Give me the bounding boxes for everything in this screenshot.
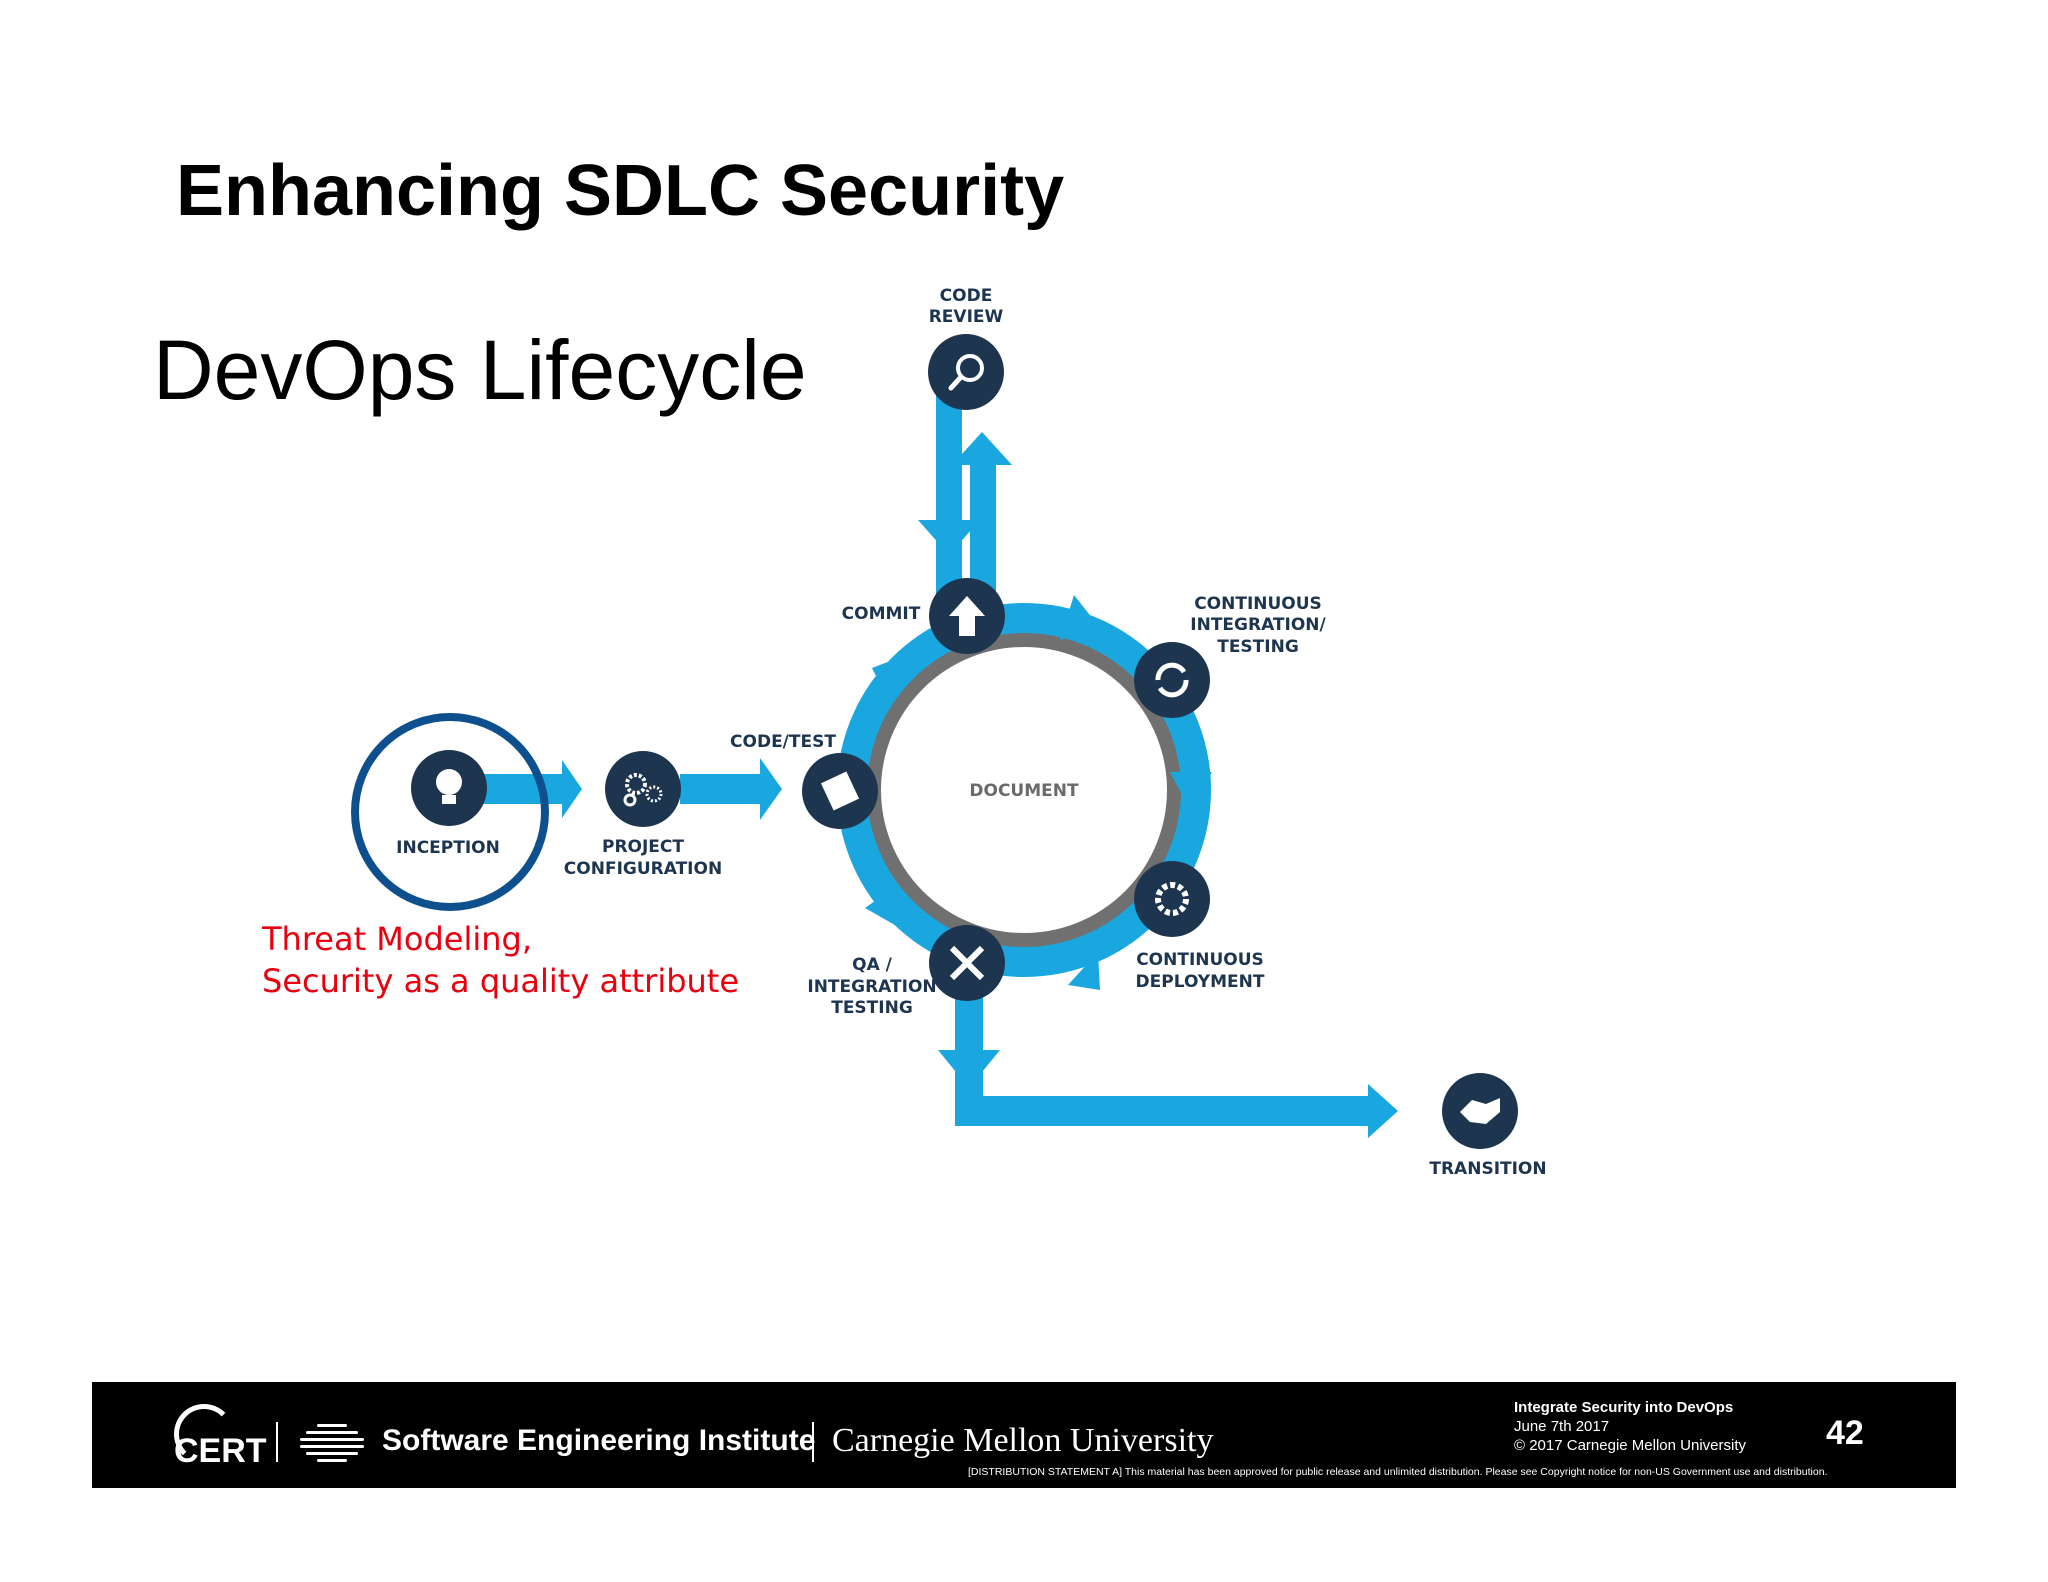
transition-label: TRANSITION [1429,1159,1546,1179]
flow-bar-2 [680,774,762,804]
copyright: © 2017 Carnegie Mellon University [1514,1437,1746,1454]
upload-arrow-icon [949,596,985,636]
sei-name: Software Engineering Institute [382,1424,816,1457]
sync-icon [1155,662,1187,681]
qa-integration-node [929,925,1005,1001]
scroll-icon [820,771,860,811]
flow-arrow-1 [562,760,582,818]
qa-integration-label-2: INTEGRATION [807,977,936,997]
qa-integration-label-1: QA / [852,955,893,975]
continuous-integration-label-3: TESTING [1217,637,1299,657]
commit-node [929,578,1005,654]
continuous-deployment-node [1134,861,1210,937]
review-arrow-up [952,432,1012,465]
gear-refresh-icon [1155,882,1189,916]
gears-icon [625,773,647,795]
continuous-deployment-label-2: DEPLOYMENT [1136,972,1265,992]
cmu-name: Carnegie Mellon University [832,1422,1214,1459]
distribution-statement: [DISTRIBUTION STATEMENT A] This material… [968,1466,1828,1478]
handshake-icon [1460,1098,1500,1124]
project-configuration-node [605,751,681,827]
footer-separator-1 [276,1422,278,1462]
center-document-label: DOCUMENT [969,781,1079,801]
continuous-integration-label-2: INTEGRATION/ [1190,615,1326,635]
transition-bar-right [955,1096,1373,1126]
project-configuration-label-1: PROJECT [602,837,684,857]
slide-title: Enhancing SDLC Security [176,151,1065,231]
review-bar-up [970,450,996,600]
ring-arrow-4 [865,886,900,928]
sei-logo-icon [300,1420,364,1466]
ring-arrow-5 [872,658,898,700]
slide-footer: CERT Software Engineering Institute Carn… [92,1382,1956,1488]
qa-integration-label-3: TESTING [831,998,913,1018]
code-review-label-2: REVIEW [929,307,1004,327]
footer-meta: Integrate Security into DevOps June 7th … [1514,1398,1746,1455]
code-test-label: CODE/TEST [730,732,836,752]
commit-label: COMMIT [842,604,921,624]
code-review-label-1: CODE [940,286,993,306]
review-bar-down [936,395,962,595]
annotation-line-2: Security as a quality attribute [262,962,740,1000]
annotation-line-1: Threat Modeling, [262,920,533,958]
ring-arrow-2 [1170,772,1212,810]
lightbulb-icon [436,769,462,795]
ring-arrow-1 [1060,595,1100,640]
review-arrow-down [918,520,980,555]
code-test-node [802,753,878,829]
footer-separator-2 [812,1422,814,1462]
code-review-node [928,334,1004,410]
deck-date: June 7th 2017 [1514,1418,1610,1435]
project-configuration-label-2: CONFIGURATION [564,859,722,879]
threat-modeling-annotation: Threat Modeling, Security as a quality a… [262,918,739,1002]
ring-arrow-3 [1068,952,1100,990]
transition-node [1442,1073,1518,1149]
continuous-integration-label-1: CONTINUOUS [1194,594,1322,614]
slide-subtitle: DevOps Lifecycle [153,323,807,417]
transition-arrow-right [1368,1084,1398,1138]
continuous-deployment-label-1: CONTINUOUS [1136,950,1264,970]
flow-arrow-2 [760,758,782,820]
inception-highlight-circle [351,713,549,911]
deck-title: Integrate Security into DevOps [1514,1399,1734,1416]
inception-label: INCEPTION [396,838,500,858]
cert-logo-arc-icon [174,1404,234,1464]
inception-node [411,750,487,826]
magnifier-icon [956,354,984,382]
cert-logo: CERT [174,1432,267,1470]
continuous-integration-node [1134,642,1210,718]
transition-arrow-down [938,1050,1000,1088]
page-number: 42 [1826,1414,1864,1452]
